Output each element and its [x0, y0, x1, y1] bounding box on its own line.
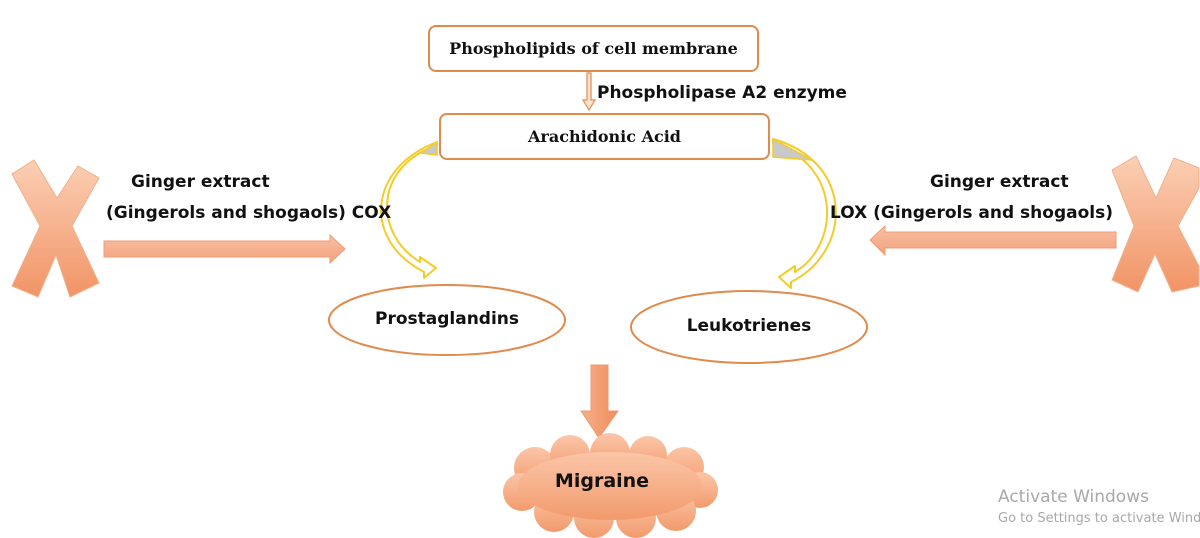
right-inhibitor-line2: LOX (Gingerols and shogaols): [830, 203, 1113, 223]
enzyme-arrow: [581, 72, 597, 112]
right-inhibitor-arrow: [869, 224, 1117, 257]
left-inhibitor-arrow: [103, 233, 346, 265]
migraine-cloud: [503, 433, 718, 538]
prostaglandins-label: Prostaglandins: [374, 309, 520, 329]
activate-windows-title: Activate Windows: [998, 487, 1149, 507]
phospholipids-label: Phospholipids of cell membrane: [449, 39, 738, 58]
left-inhibitor-line2: (Gingerols and shogaols) COX: [106, 203, 392, 223]
prostaglandins-node: [328, 284, 566, 356]
down-arrow-to-migraine: [580, 364, 619, 439]
activate-windows-subtitle: Go to Settings to activate Windows.: [998, 511, 1200, 526]
arachidonic-acid-node: Arachidonic Acid: [439, 113, 770, 160]
leukotrienes-node: [630, 290, 868, 364]
leukotrienes-label: Leukotrienes: [686, 316, 812, 336]
curved-arrow-to-prostaglandins: [380, 140, 438, 279]
curved-arrow-to-leukotrienes: [772, 137, 837, 289]
right-inhibitor-line1: Ginger extract: [930, 172, 1069, 192]
left-inhibition-x-icon: [11, 159, 100, 298]
phospholipids-node: Phospholipids of cell membrane: [428, 25, 759, 72]
migraine-label: Migraine: [554, 470, 650, 492]
arachidonic-acid-label: Arachidonic Acid: [528, 127, 681, 146]
right-inhibition-x-icon: [1111, 155, 1200, 293]
enzyme-label: Phospholipase A2 enzyme: [597, 83, 847, 103]
left-inhibitor-line1: Ginger extract: [131, 172, 270, 192]
